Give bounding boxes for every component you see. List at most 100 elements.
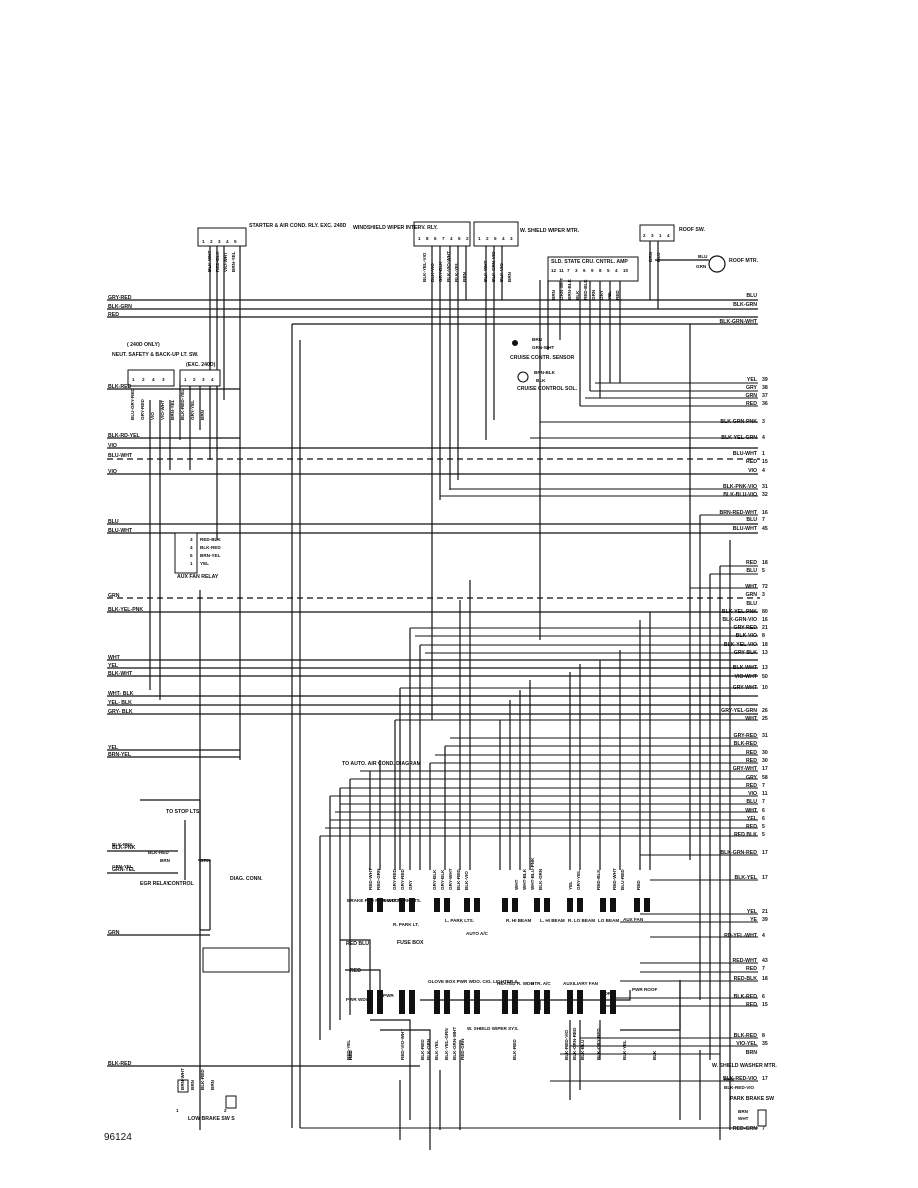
fuse-top: [600, 898, 606, 912]
left-wire-label: YEL- BLK: [108, 700, 132, 706]
connector-pin-number: 3: [218, 239, 221, 244]
fuse-bottom-wire-label: BLK-GRN-WHT: [452, 1027, 457, 1060]
fuse-bottom-wire-label: RED-VIO-WHT: [400, 1029, 405, 1060]
fuse-top: [577, 898, 583, 912]
right-wire-color-label: BLK-YEL-PNK: [722, 609, 757, 615]
connector-wire-label: BRN-YEL: [231, 251, 236, 272]
left-wire-label: BLK-PNK: [112, 845, 136, 851]
egr-wire-label: BRN: [160, 858, 171, 863]
left-wire-label: GRY- BLK: [108, 709, 133, 715]
right-wire-color-label: GRY: [746, 775, 758, 781]
right-wire-terminal-number: 13: [762, 665, 768, 671]
aux-fan-relay: AUX FAN RELAY: [174, 532, 219, 580]
right-wire-color-label: BLU: [746, 601, 757, 607]
fuse-bottom-wire-label: RED: [348, 1050, 353, 1060]
fuse-top-wire-label: GRY-BLK: [440, 869, 445, 890]
right-wire-color-label: YEL: [747, 816, 758, 822]
right-wire-terminal-number: 43: [762, 958, 768, 964]
left-wire-label: VIO: [108, 443, 117, 449]
fuse-bottom-wire-label: BLK-BLU: [580, 1039, 585, 1060]
neutral-switch-exc: (EXC. 240D): [186, 362, 216, 368]
fuse-bottom-wire-label: BLK-GRY-RED: [596, 1028, 601, 1060]
connector-pin-number: 2: [643, 233, 646, 238]
fuse-top-wire-label: GRY-YEL: [576, 870, 581, 890]
connector-wire-label: RED: [615, 290, 620, 300]
roof-motor: ROOF MTR.: [655, 255, 759, 273]
connector-wire-label: GRY: [599, 290, 604, 300]
connector-wire-label: BRN: [551, 289, 556, 300]
right-wire-color-label: BLK-PNK-VIO: [723, 484, 757, 490]
right-wire-color-label: BLU: [746, 517, 757, 523]
fuse-bottom-wire-label: BLK-RED: [420, 1039, 425, 1060]
right-wire-terminal-number: 6: [762, 816, 765, 822]
right-wire-terminal-number: 7: [762, 799, 765, 805]
fuse-top-wire-label: WHT-BLK: [522, 868, 527, 890]
cruise-sensor-wire-label: GRN-WHT: [532, 345, 554, 350]
right-wire-color-label: BLK-BLU-VIO: [723, 492, 757, 498]
fuse-top-wire-label: WHT: [514, 879, 519, 890]
fuse-top-wire-label: GRY-WHT: [448, 868, 453, 890]
left-wire-label: GRY-RED: [108, 295, 132, 301]
right-wire-terminal-number: 6: [762, 994, 765, 1000]
left-wire-label: RED: [350, 968, 361, 974]
fuse-top: [534, 898, 540, 912]
right-wire-terminal-number: 10: [762, 685, 768, 691]
right-wire-color-label: BRN: [746, 1050, 757, 1056]
washer-motor-label: W. SHIELD WASHER MTR.: [712, 1063, 777, 1069]
aux-fan-wire-label: BLK-RED: [200, 545, 221, 550]
fuse-top-label: BRAKE PAD PWR WDO: [347, 898, 399, 903]
left-wire-label: GRN: [108, 930, 120, 936]
fuse-top: [377, 898, 383, 912]
fuse-top: [444, 898, 450, 912]
connector-pin-number: 2: [224, 1108, 227, 1113]
left-wire-label: BLU: [108, 519, 119, 525]
right-wire-color-label: RED: [746, 459, 757, 465]
right-wire-color-label: RED BLK: [734, 832, 757, 838]
connector-pin-number: 3: [202, 377, 205, 382]
fuse-bottom: [434, 990, 440, 1014]
right-wire-color-label: BLU: [746, 293, 757, 299]
right-wire-terminal-number: 58: [762, 775, 768, 781]
right-wire-terminal-number: 4: [762, 933, 765, 939]
left-wire-labels: GRY-REDBLK-GRNREDBLK-REDBLK-RD-YELVIOBLU…: [108, 295, 369, 1067]
right-wire-color-label: RED: [746, 783, 757, 789]
fuse-top-wire-label: BLK-VIO: [464, 871, 469, 890]
connector-pin-number: 1: [184, 377, 187, 382]
right-wire-terminal-number: 13: [762, 650, 768, 656]
fuse-top: [502, 898, 508, 912]
low-brake-switch: LOW BRAKE SW S: [177, 1079, 237, 1122]
right-wire-terminal-number: 4: [762, 435, 765, 441]
right-wire-color-label: BRN-RED-WHT: [720, 510, 758, 516]
connector-pin-number: 1: [659, 233, 662, 238]
fuse-top: [464, 898, 470, 912]
neutral-safety-switch: ( 240D ONLY) NEUT. SAFETY & BACK-UP LT. …: [112, 342, 221, 387]
right-wire-color-label: BLK-VIO: [736, 633, 757, 639]
left-wire-label: BLK-RED: [108, 384, 132, 390]
left-wire-label: BRN-YEL: [108, 752, 132, 758]
connector-pin-number: 5: [234, 239, 237, 244]
connector-wire-label: GRY-RED: [140, 399, 145, 420]
fuse-bottom: [512, 990, 518, 1014]
right-wire-color-label: BLK-GRN-WHT: [720, 319, 758, 325]
cruise-sol: CRUISE CONTROL SOL.: [517, 371, 578, 392]
wiper-interval-relay-connector: WINDSHIELD WIPER INTERV. RLY.: [353, 221, 471, 247]
right-wire-color-label: BLK-RED-VIO: [723, 1076, 757, 1082]
connector-pin-number: 2: [193, 377, 196, 382]
right-wire-terminal-number: 72: [762, 584, 768, 590]
fuse-bottom: [577, 990, 583, 1014]
fuse-top-wire-label: RED-WHT: [368, 868, 373, 890]
connector-wire-label: BRN-WHT: [180, 1068, 185, 1090]
fuse-bottom-label: GLOVE BOX PWR WDO. CIG. LIGHTER &: [428, 979, 519, 984]
connector-wire-label: BRN-YEL: [170, 399, 175, 420]
fuse-box-labels: FUSE BOX TO AUTO. AIR COND. DIAGRAM: [342, 761, 424, 946]
right-wire-terminal-number: 8: [762, 633, 765, 639]
connector-pin-number: 3: [575, 268, 578, 273]
washer-wire-label: BLK-RED-VIO: [724, 1085, 755, 1090]
fuse-top-label: L. PARK LTS.: [445, 918, 474, 923]
fuse-top-wire-label: BLK-GRN: [538, 868, 543, 890]
fuse-top-label: R. PARK LT.: [393, 922, 419, 927]
roof-motor-label: ROOF MTR.: [729, 258, 759, 264]
egr-wire-label: BLK-PNK: [112, 842, 133, 847]
